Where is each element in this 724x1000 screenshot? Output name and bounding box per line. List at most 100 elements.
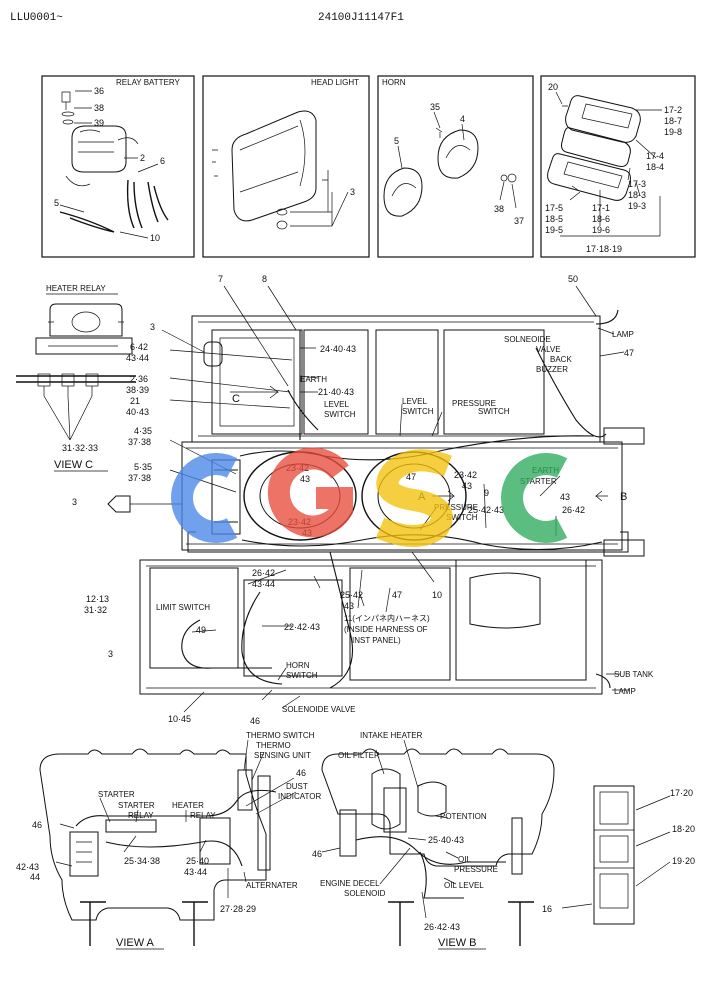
view-b-label: 46: [312, 849, 322, 859]
watermark-letter-c: [501, 453, 568, 543]
header-center-code: 24100J11147F1: [318, 12, 404, 24]
main-label: 11(インパネ内ハーネス): [344, 613, 430, 623]
main-label: 5·35: [134, 462, 152, 472]
main-label: 40·43: [126, 407, 149, 417]
relay-battery-label: 38: [94, 103, 104, 113]
view-b-label: 26·42·43: [424, 922, 460, 932]
main-label: SWITCH: [402, 407, 434, 416]
heater-relay-view: HEATER RELAY 31·32·33 VIEW C: [16, 284, 136, 472]
view-a-label: SENSING UNIT: [254, 751, 311, 760]
main-label: 21: [130, 396, 140, 406]
main-label: 46: [250, 716, 260, 726]
main-label: 26·42: [252, 568, 275, 578]
lamp-label: 17-3: [628, 179, 646, 189]
relay-battery-label: 36: [94, 86, 104, 96]
watermark-letter-c: [171, 453, 238, 543]
lamp-label: 17-4: [646, 151, 664, 161]
main-label: PRESSURE: [434, 503, 478, 512]
view-b-title: VIEW B: [438, 937, 477, 949]
main-label: 3: [150, 322, 155, 332]
horn-panel: HORN 35 4 5 38 37: [377, 75, 534, 258]
main-label: BUZZER: [536, 365, 568, 374]
view-a-label: THERMO SWITCH: [246, 731, 315, 740]
lamp-panel: 20 17-2 18-7 19-8 17-4 18-4 17-3 18-3 19…: [540, 75, 696, 258]
view-b-label: 25·40·43: [428, 835, 464, 845]
main-label: (INSIDE HARNESS OF: [344, 625, 428, 634]
relay-battery-label: 5: [54, 198, 59, 208]
relay-battery-frame: [41, 75, 195, 258]
main-label: SWITCH: [446, 513, 478, 522]
main-label: 24·40·43: [320, 344, 356, 354]
main-label: 22·42·43: [284, 622, 320, 632]
view-a-label: RELAY: [190, 811, 216, 820]
view-b-label: INTAKE HEATER: [360, 731, 423, 740]
lamp-label: 20: [548, 82, 558, 92]
view-a: THERMO SWITCH THERMO SENSING UNIT 46 DUS…: [16, 731, 321, 950]
watermark-letter-g: [267, 447, 353, 538]
main-label: 8: [262, 274, 267, 284]
lamp-label: 19-5: [545, 225, 563, 235]
lamp-side-label: 18·20: [672, 824, 695, 834]
view-a-label: 25·34·38: [124, 856, 160, 866]
lamp-label: 19-8: [664, 127, 682, 137]
main-label: SUB TANK: [614, 670, 654, 679]
view-c-title: VIEW C: [54, 459, 93, 471]
main-label: LAMP: [612, 330, 634, 339]
main-label: INST PANEL): [352, 636, 401, 645]
view-a-label: 46: [32, 820, 42, 830]
main-label: 26·42: [562, 505, 585, 515]
view-b-label: OIL LEVEL: [444, 881, 484, 890]
head-light-frame: [202, 75, 370, 258]
main-label: LEVEL: [324, 400, 349, 409]
main-label: 47: [406, 472, 416, 482]
header-left-code: LLU0001~: [10, 12, 63, 24]
lamp-label: 19-6: [592, 225, 610, 235]
horn-label: 4: [460, 114, 465, 124]
head-light-panel: HEAD LIGHT 3: [202, 75, 370, 258]
main-label: 25·42: [340, 590, 363, 600]
main-label: SWITCH: [478, 407, 510, 416]
view-a-label: STARTER: [98, 790, 135, 799]
main-label: 47: [624, 348, 634, 358]
lamp-side-label: 17·20: [670, 788, 693, 798]
main-label: 10·45: [168, 714, 191, 724]
relay-battery-label: 6: [160, 156, 165, 166]
horn-frame: [377, 75, 534, 258]
view-a-label: RELAY: [128, 811, 154, 820]
view-a-label: DUST: [286, 782, 308, 791]
main-label: 25·42·43: [468, 505, 504, 515]
main-label: 4·35: [134, 426, 152, 436]
main-label: SWITCH: [324, 410, 356, 419]
main-label: 23·42: [454, 470, 477, 480]
main-label: 2·36: [130, 374, 148, 384]
main-label: 6·42: [130, 342, 148, 352]
view-a-label: INDICATOR: [278, 792, 321, 801]
horn-label: 37: [514, 216, 524, 226]
main-label: LAMP: [614, 687, 636, 696]
view-b-label: PRESSURE: [454, 865, 498, 874]
main-label: 37·38: [128, 473, 151, 483]
horn-label: 35: [430, 102, 440, 112]
main-label: 43: [560, 492, 570, 502]
horn-label: 5: [394, 136, 399, 146]
heater-relay-label: 31·32·33: [62, 443, 98, 453]
main-label: SOLENOIDE VALVE: [282, 705, 356, 714]
head-light-drawing: [212, 110, 329, 230]
view-b-label: POTENTION: [440, 812, 487, 821]
main-label: 37·38: [128, 437, 151, 447]
view-a-label: HEATER: [172, 801, 204, 810]
lamp-frame: [540, 75, 696, 258]
lamp-side-view: 17·20 18·20 19·20 16: [542, 785, 695, 925]
horn-label: 38: [494, 204, 504, 214]
view-b-label: ENGINE DECEL: [320, 879, 380, 888]
main-label: LEVEL: [402, 397, 427, 406]
main-label: 9: [484, 488, 489, 498]
lamp-label: 17·18·19: [586, 244, 622, 254]
main-label: SOLNEOIDE: [504, 335, 551, 344]
relay-battery-label: 10: [150, 233, 160, 243]
horn-title: HORN: [382, 78, 406, 87]
main-label: EARTH: [300, 375, 327, 384]
main-label: 10: [432, 590, 442, 600]
svg-text:C: C: [232, 393, 240, 405]
lamp-label: 18-6: [592, 214, 610, 224]
